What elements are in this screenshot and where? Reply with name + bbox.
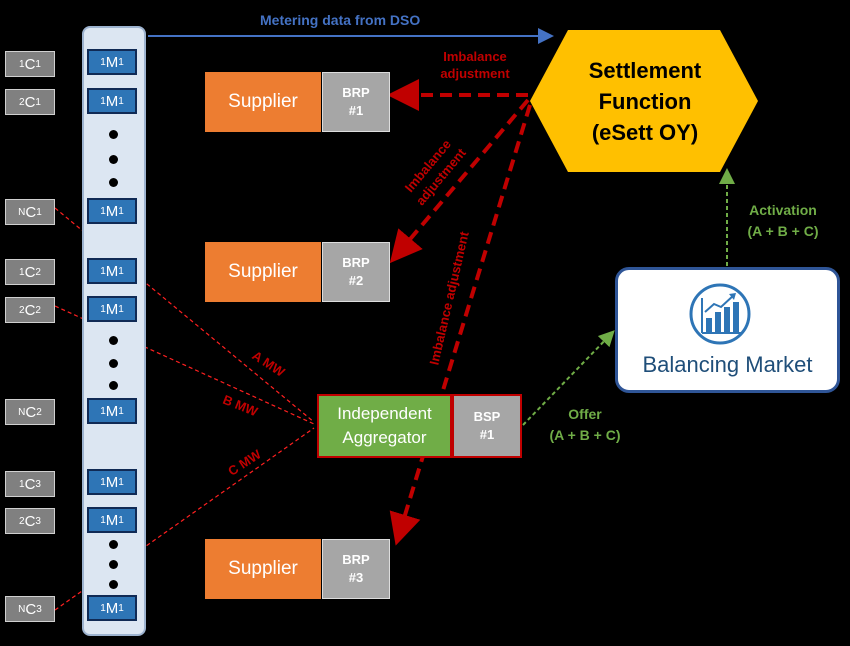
bsp-1: BSP#1 [452,394,522,458]
imbalance-arrows [387,79,532,546]
brp-2: BRP#2 [322,242,390,302]
supplier-3: Supplier [205,539,321,599]
ellipsis-dot [109,155,118,164]
ellipsis-dot [109,178,118,187]
balancing-market: Balancing Market [615,267,840,393]
supplier-1: Supplier [205,72,321,132]
ellipsis-dot [109,381,118,390]
bar-chart-growth-icon [689,283,751,345]
settlement-hexagon [530,30,758,172]
ellipsis-dot [109,359,118,368]
brp-3: BRP#3 [322,539,390,599]
offer-label: Offer(A + B + C) [549,406,621,443]
metering-label: Metering data from DSO [260,12,421,28]
meter-column [82,26,146,636]
consumer-meter-links [55,63,87,610]
ellipsis-dot [109,560,118,569]
ellipsis-dot [109,130,118,139]
ellipsis-dot [109,540,118,549]
activation-label: Activation(A + B + C) [747,202,819,239]
balancing-market-label: Balancing Market [642,352,813,377]
offer-arrow [522,330,615,426]
brp-1: BRP#1 [322,72,390,132]
ellipsis-dot [109,580,118,589]
supplier-2: Supplier [205,242,321,302]
ellipsis-dot [109,336,118,345]
